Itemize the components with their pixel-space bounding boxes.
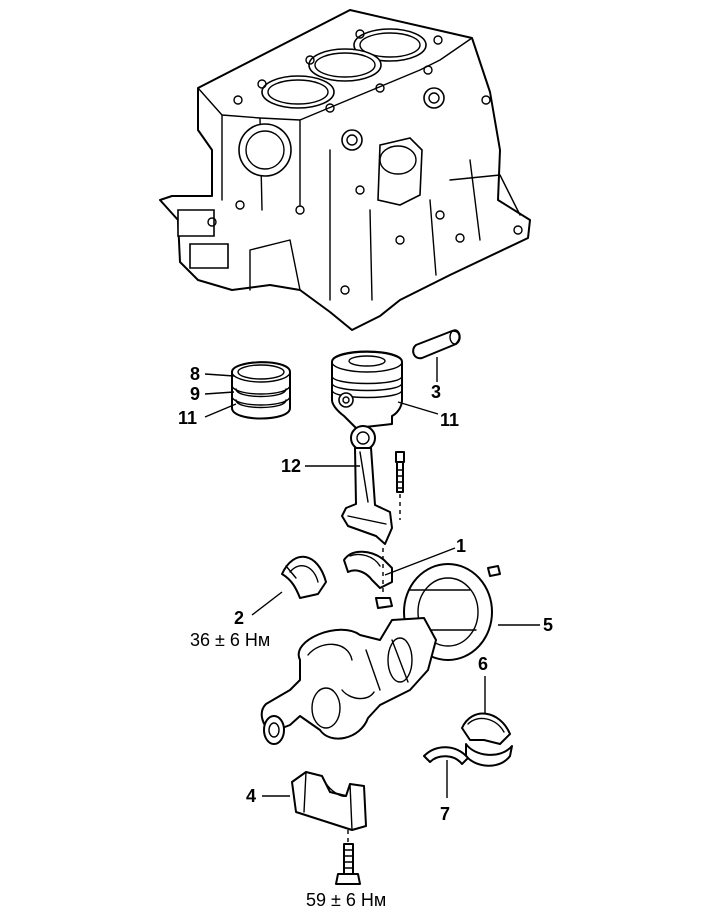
crankshaft (260, 563, 501, 745)
thrust-washer (423, 746, 469, 765)
callout-1: 1 (456, 536, 466, 556)
torque-conrod: 36 ± 6 Нм (190, 630, 270, 650)
torque-main-cap: 59 ± 6 Нм (306, 890, 386, 910)
cylinder-block (159, 9, 531, 331)
main-bearing-cap (291, 771, 367, 831)
leader-lines (204, 357, 540, 798)
callout-11-rings: 11 (178, 408, 197, 428)
piston (331, 350, 403, 429)
main-bearing-shells (461, 712, 513, 767)
callout-4: 4 (246, 786, 256, 806)
conrod-bearing-shells (281, 555, 327, 599)
callout-labels: 1 2 3 4 5 6 7 8 9 11 11 12 (178, 364, 553, 824)
torque-specs: 36 ± 6 Нм 59 ± 6 Нм (190, 630, 386, 910)
conrod-cap (343, 548, 393, 609)
callout-3: 3 (431, 382, 441, 402)
callout-11-piston: 11 (440, 410, 459, 430)
piston-rings (231, 361, 291, 420)
callout-12: 12 (281, 456, 301, 476)
conrod-bolt (395, 451, 405, 520)
callout-8: 8 (190, 364, 200, 384)
callout-7: 7 (440, 804, 450, 824)
piston-pin (412, 329, 461, 360)
callout-9: 9 (190, 384, 200, 404)
callout-2: 2 (234, 608, 244, 628)
callout-6: 6 (478, 654, 488, 674)
main-cap-bolt (335, 830, 361, 885)
callout-5: 5 (543, 615, 553, 635)
connecting-rod (341, 425, 393, 545)
